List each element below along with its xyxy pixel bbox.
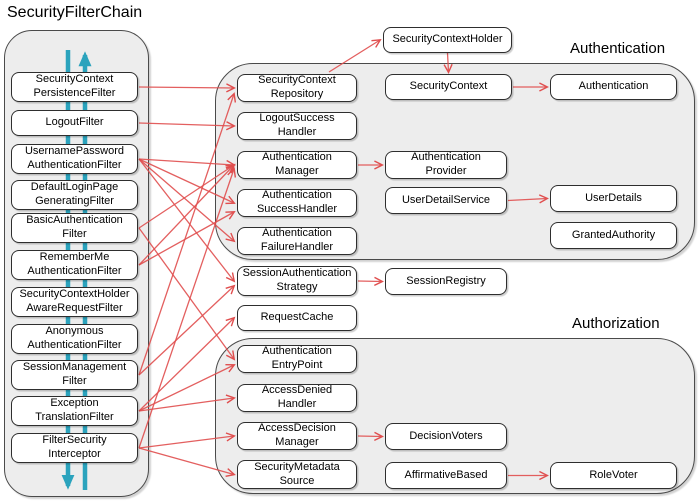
diagram-box-label: GrantedAuthority <box>571 228 656 241</box>
diagram-box-sms: SecurityMetadata Source <box>237 460 357 489</box>
diagram-box-sas: SessionAuthentication Strategy <box>237 266 357 296</box>
arrow-rmaf-ash <box>138 211 236 266</box>
arrow-sas-sreg <box>357 276 384 286</box>
arrow-rmaf-am <box>138 163 236 266</box>
diagram-box-label: RememberMe AuthenticationFilter <box>27 251 122 277</box>
arrow-uds-ud <box>507 194 549 204</box>
diagram-box-label: Authentication FailureHandler <box>260 227 334 253</box>
diagram-box-am: Authentication Manager <box>237 151 357 179</box>
diagram-box-etf: Exception TranslationFilter <box>11 396 138 426</box>
diagram-box-label: Authentication EntryPoint <box>262 345 332 371</box>
diagram-box-ash: Authentication SuccessHandler <box>237 189 357 217</box>
diagram-box-label: SecurityContextHolder AwareRequestFilter <box>19 288 130 314</box>
diagram-box-label: RoleVoter <box>589 468 638 481</box>
diagram-box-dv: DecisionVoters <box>385 423 507 450</box>
diagram-box-label: LogoutFilter <box>45 116 104 129</box>
diagram-box-label: SecurityContext <box>409 80 488 93</box>
authorization-label: Authorization <box>572 315 660 332</box>
arrow-scr-sch <box>328 38 382 73</box>
diagram-box-ga: GrantedAuthority <box>550 222 677 249</box>
diagram-box-logout: LogoutFilter <box>11 110 138 136</box>
arrow-smf-sas <box>138 284 236 376</box>
diagram-box-rc: RequestCache <box>237 305 357 331</box>
diagram-box-upaf: UsernamePassword AuthenticationFilter <box>11 144 138 174</box>
diagram-box-lsh: LogoutSuccess Handler <box>237 112 357 140</box>
diagram-box-scpf: SecurityContext PersistenceFilter <box>11 72 138 102</box>
diagram-box-sc: SecurityContext <box>385 74 512 100</box>
diagram-box-label: DefaultLoginPage GeneratingFilter <box>30 181 119 207</box>
diagram-box-label: Exception TranslationFilter <box>35 397 114 423</box>
diagram-box-label: LogoutSuccess Handler <box>259 112 335 138</box>
diagram-box-label: AccessDenied Handler <box>261 384 333 410</box>
diagram-box-sreg: SessionRegistry <box>385 268 507 295</box>
diagram-box-fsi: FilterSecurity Interceptor <box>11 433 138 463</box>
diagram-box-label: SessionRegistry <box>406 274 486 287</box>
arrow-sch-sc <box>443 52 453 74</box>
arrow-fsi-sms <box>138 447 236 477</box>
diagram-box-label: Authentication Provider <box>411 151 481 177</box>
authentication-label: Authentication <box>570 40 666 57</box>
diagram-box-rmaf: RememberMe AuthenticationFilter <box>11 250 138 280</box>
diagram-box-authn: Authentication <box>550 74 677 100</box>
arrow-scpf-scr <box>138 83 236 93</box>
arrow-upaf-sas <box>138 158 236 283</box>
diagram-box-aaf: Anonymous AuthenticationFilter <box>11 324 138 354</box>
diagram-box-uds: UserDetailService <box>385 187 507 214</box>
diagram-box-label: SecurityContext PersistenceFilter <box>33 73 116 99</box>
arrow-logout-lsh <box>138 121 236 131</box>
diagram-box-label: Authentication Manager <box>262 151 332 177</box>
arrow-fsi-adm <box>138 432 236 449</box>
diagram-box-sch: SecurityContextHolder <box>383 27 512 53</box>
diagram-box-label: SessionAuthentication Strategy <box>242 267 352 293</box>
diagram-box-label: UsernamePassword AuthenticationFilter <box>24 145 125 171</box>
diagram-box-smf: SessionManagement Filter <box>11 360 138 390</box>
arrow-upaf-am <box>138 158 236 170</box>
diagram-title: SecurityFilterChain <box>7 4 143 21</box>
diagram-box-label: UserDetailService <box>401 193 491 206</box>
arrow-etf-rc <box>138 316 236 412</box>
diagram-box-afh: Authentication FailureHandler <box>237 227 357 255</box>
arrow-baf-am <box>138 163 236 229</box>
arrow-fsi-am <box>138 167 237 449</box>
diagram-box-label: Authentication <box>578 80 649 93</box>
arrow-baf-aep <box>138 227 236 361</box>
diagram-box-label: Anonymous AuthenticationFilter <box>27 325 122 351</box>
diagram-box-rv: RoleVoter <box>550 462 677 489</box>
diagram-box-label: RequestCache <box>260 311 334 324</box>
diagram-box-adm: AccessDecision Manager <box>237 422 357 450</box>
diagram-box-baf: BasicAuthentication Filter <box>11 213 138 243</box>
diagram-box-label: SessionManagement Filter <box>22 361 127 387</box>
diagram-box-label: SecurityMetadata Source <box>254 460 340 487</box>
arrow-upaf-afh <box>138 158 236 243</box>
arrow-etf-adh <box>138 394 236 412</box>
diagram-box-ud: UserDetails <box>550 185 677 212</box>
diagram-box-dlpgf: DefaultLoginPage GeneratingFilter <box>11 180 138 210</box>
diagram-box-ab: AffirmativeBased <box>385 462 507 489</box>
diagram-box-label: Authentication SuccessHandler <box>256 189 338 215</box>
diagram-box-aep: Authentication EntryPoint <box>237 345 357 373</box>
diagram-box-scharf: SecurityContextHolder AwareRequestFilter <box>11 287 138 317</box>
diagram-box-label: AccessDecision Manager <box>258 422 336 448</box>
diagram-box-scr: SecurityContext Repository <box>237 74 357 102</box>
diagram-box-adh: AccessDenied Handler <box>237 384 357 412</box>
diagram-box-label: BasicAuthentication Filter <box>26 214 123 240</box>
arrow-smf-scr <box>138 92 237 376</box>
arrow-adm-dv <box>357 431 384 441</box>
diagram-box-label: SecurityContextHolder <box>392 33 503 46</box>
arrow-upaf-ash <box>138 158 236 205</box>
diagram-box-label: AffirmativeBased <box>404 468 488 481</box>
diagram-box-label: UserDetails <box>585 191 642 204</box>
diagram-box-label: SecurityContext Repository <box>258 74 336 100</box>
diagram-box-label: FilterSecurity Interceptor <box>42 434 107 460</box>
diagram-box-ap: Authentication Provider <box>385 151 507 179</box>
diagram-box-label: DecisionVoters <box>409 429 483 442</box>
